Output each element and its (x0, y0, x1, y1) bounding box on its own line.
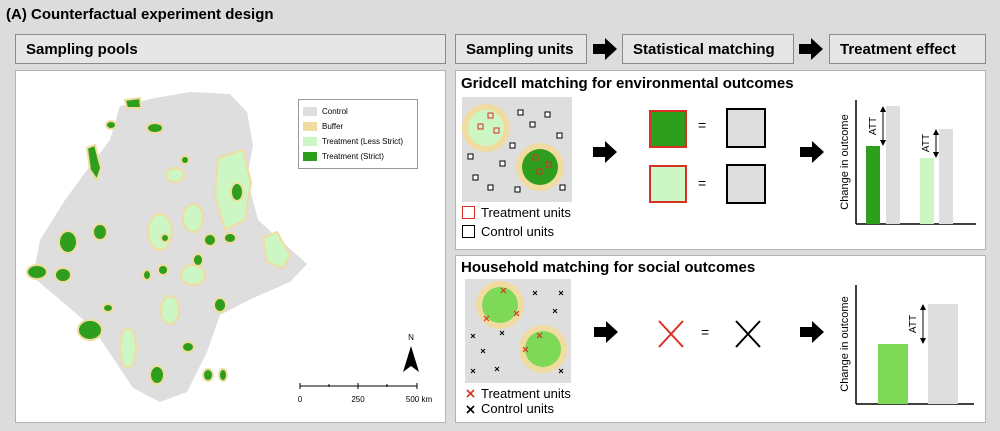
legend-item-control: Control (303, 104, 413, 119)
header-treatment-effect: Treatment effect (829, 34, 986, 64)
arrow-right-icon (799, 38, 823, 60)
ethiopia-map (26, 92, 307, 402)
legend-label: Control (322, 107, 348, 116)
scale-bar: 0 250 500 km (298, 383, 433, 404)
legend-swatch (303, 137, 317, 146)
header-sampling-units: Sampling units (455, 34, 587, 64)
figure-title: (A) Counterfactual experiment design (6, 6, 274, 23)
control-cross-icon (466, 405, 475, 414)
control-square-icon (462, 225, 475, 238)
equals-sign: = (698, 117, 707, 133)
equals-sign: = (701, 324, 710, 340)
household-sampling-diagram (465, 279, 571, 383)
legend-item-strict: Treatment (Strict) (303, 149, 413, 164)
legend-swatch (303, 122, 317, 131)
north-arrow-icon: N (403, 333, 419, 372)
scale-tick-500: 500 km (406, 395, 433, 404)
att-label: ATT (908, 315, 919, 333)
legend-label: Treatment (Less Strict) (322, 137, 404, 146)
gridcell-treatment-label: Treatment units (481, 205, 571, 220)
treatment-cross-icon (466, 389, 475, 398)
equals-sign: = (698, 175, 707, 191)
gridcell-title: Gridcell matching for environmental outc… (461, 75, 794, 92)
att-label: ATT (921, 134, 932, 152)
arrow-right-icon (800, 141, 824, 163)
legend-label: Treatment (Strict) (322, 152, 384, 161)
map-legend: Control Buffer Treatment (Less Strict) T… (298, 99, 418, 169)
treatment-household-cross (658, 320, 684, 348)
arrow-right-icon (593, 141, 617, 163)
household-att-chart: Change in outcome ATT (839, 285, 974, 405)
y-axis-label: Change in outcome (839, 296, 851, 391)
household-control-label: Control units (481, 401, 554, 416)
legend-swatch (303, 107, 317, 116)
arrow-right-icon (593, 38, 617, 60)
scale-tick-250: 250 (351, 395, 365, 404)
treatment-square-icon (462, 206, 475, 219)
header-statistical-matching: Statistical matching (622, 34, 794, 64)
legend-item-less-strict: Treatment (Less Strict) (303, 134, 413, 149)
control-household-cross (735, 320, 761, 348)
scale-tick-0: 0 (298, 395, 303, 404)
legend-item-buffer: Buffer (303, 119, 413, 134)
y-axis-label: Change in outcome (839, 114, 851, 209)
header-sampling-pools: Sampling pools (15, 34, 446, 64)
matched-control-cell (726, 108, 766, 148)
arrow-right-icon (594, 321, 618, 343)
legend-label: Buffer (322, 122, 344, 131)
household-treatment-label: Treatment units (481, 386, 571, 401)
less-strict-treatment-cell (649, 165, 687, 203)
matched-control-cell (726, 164, 766, 204)
gridcell-sampling-diagram (462, 97, 572, 202)
att-label: ATT (868, 117, 879, 135)
gridcell-control-label: Control units (481, 224, 554, 239)
gridcell-att-chart: Change in outcome ATT ATT (839, 100, 976, 225)
strict-treatment-cell (649, 110, 687, 148)
arrow-right-icon (800, 321, 824, 343)
legend-swatch (303, 152, 317, 161)
household-title: Household matching for social outcomes (461, 259, 756, 276)
north-label: N (408, 333, 414, 342)
